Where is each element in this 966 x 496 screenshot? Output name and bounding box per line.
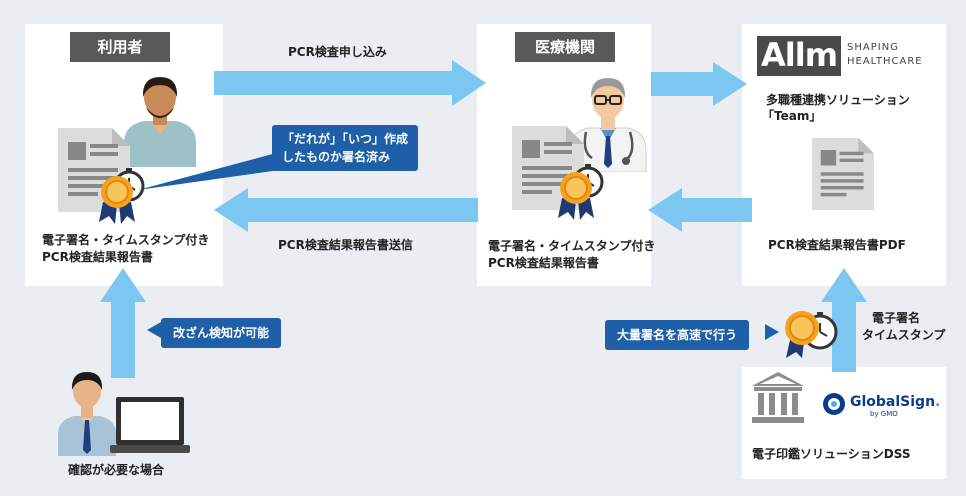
bank-building-icon bbox=[752, 372, 804, 423]
globalsign-dot: . bbox=[935, 394, 941, 410]
verifier-label: 確認が必要な場合 bbox=[68, 463, 165, 477]
send-arrow bbox=[214, 188, 478, 232]
user-doc-line2: PCR検査結果報告書 bbox=[42, 250, 153, 264]
bulk-callout-pointer bbox=[765, 324, 779, 340]
user-document-icon bbox=[58, 128, 130, 212]
dss-label: 電子印鑑ソリューションDSS bbox=[752, 447, 911, 461]
send-label: PCR検査結果報告書送信 bbox=[278, 238, 413, 252]
verifier-person-icon bbox=[58, 372, 116, 456]
who-when-callout: 「だれが」「いつ」作成 したものか署名済み bbox=[272, 125, 419, 171]
allm-name-line1: 多職種連携ソリューション bbox=[766, 93, 910, 107]
apply-arrow bbox=[214, 60, 486, 106]
user-person-icon bbox=[124, 77, 196, 167]
user-tag: 利用者 bbox=[70, 32, 170, 62]
allm-name-line2: 「Team」 bbox=[762, 109, 822, 123]
bulk-callout: 大量署名を高速で行う bbox=[605, 320, 750, 350]
globalsign-by-gmo: by GMO bbox=[870, 410, 898, 418]
dss-seal-icon bbox=[785, 311, 838, 358]
hospital-tag: 医療機関 bbox=[515, 32, 615, 62]
to-allm-arrow bbox=[651, 62, 747, 106]
sign-arrow bbox=[821, 268, 867, 372]
globalsign-text: GlobalSign. bbox=[850, 393, 940, 411]
sign-label-1: 電子署名 bbox=[872, 311, 921, 325]
laptop-icon bbox=[110, 397, 190, 453]
user-doc-line1: 電子署名・タイムスタンプ付き bbox=[42, 233, 210, 247]
apply-label: PCR検査申し込み bbox=[288, 45, 387, 59]
tamper-callout-pointer bbox=[147, 322, 161, 338]
hospital-doc-line2: PCR検査結果報告書 bbox=[488, 256, 599, 270]
hospital-seal-icon bbox=[558, 164, 604, 220]
allm-logo bbox=[757, 36, 841, 76]
doctor-icon bbox=[569, 78, 647, 172]
who-when-callout-pointer bbox=[138, 152, 280, 190]
globalsign-main: GlobalSign bbox=[850, 394, 936, 410]
verify-arrow bbox=[100, 268, 146, 378]
who-when-line1: 「だれが」「いつ」作成 bbox=[282, 132, 409, 146]
pdf-document-icon bbox=[812, 138, 874, 210]
allm-logo-text: Allm bbox=[761, 36, 838, 74]
pdf-return-arrow bbox=[648, 188, 752, 232]
user-seal-icon bbox=[99, 168, 145, 224]
sign-label-2: タイムスタンプ bbox=[862, 328, 946, 342]
pdf-label: PCR検査結果報告書PDF bbox=[768, 238, 906, 252]
allm-tagline-2: HEALTHCARE bbox=[847, 56, 923, 67]
allm-tagline-1: SHAPING bbox=[847, 42, 899, 53]
hospital-doc-line1: 電子署名・タイムスタンプ付き bbox=[488, 239, 656, 253]
who-when-line2: したものか署名済み bbox=[282, 150, 391, 164]
globalsign-logo-icon bbox=[823, 393, 845, 415]
tamper-callout: 改ざん検知が可能 bbox=[161, 318, 282, 348]
